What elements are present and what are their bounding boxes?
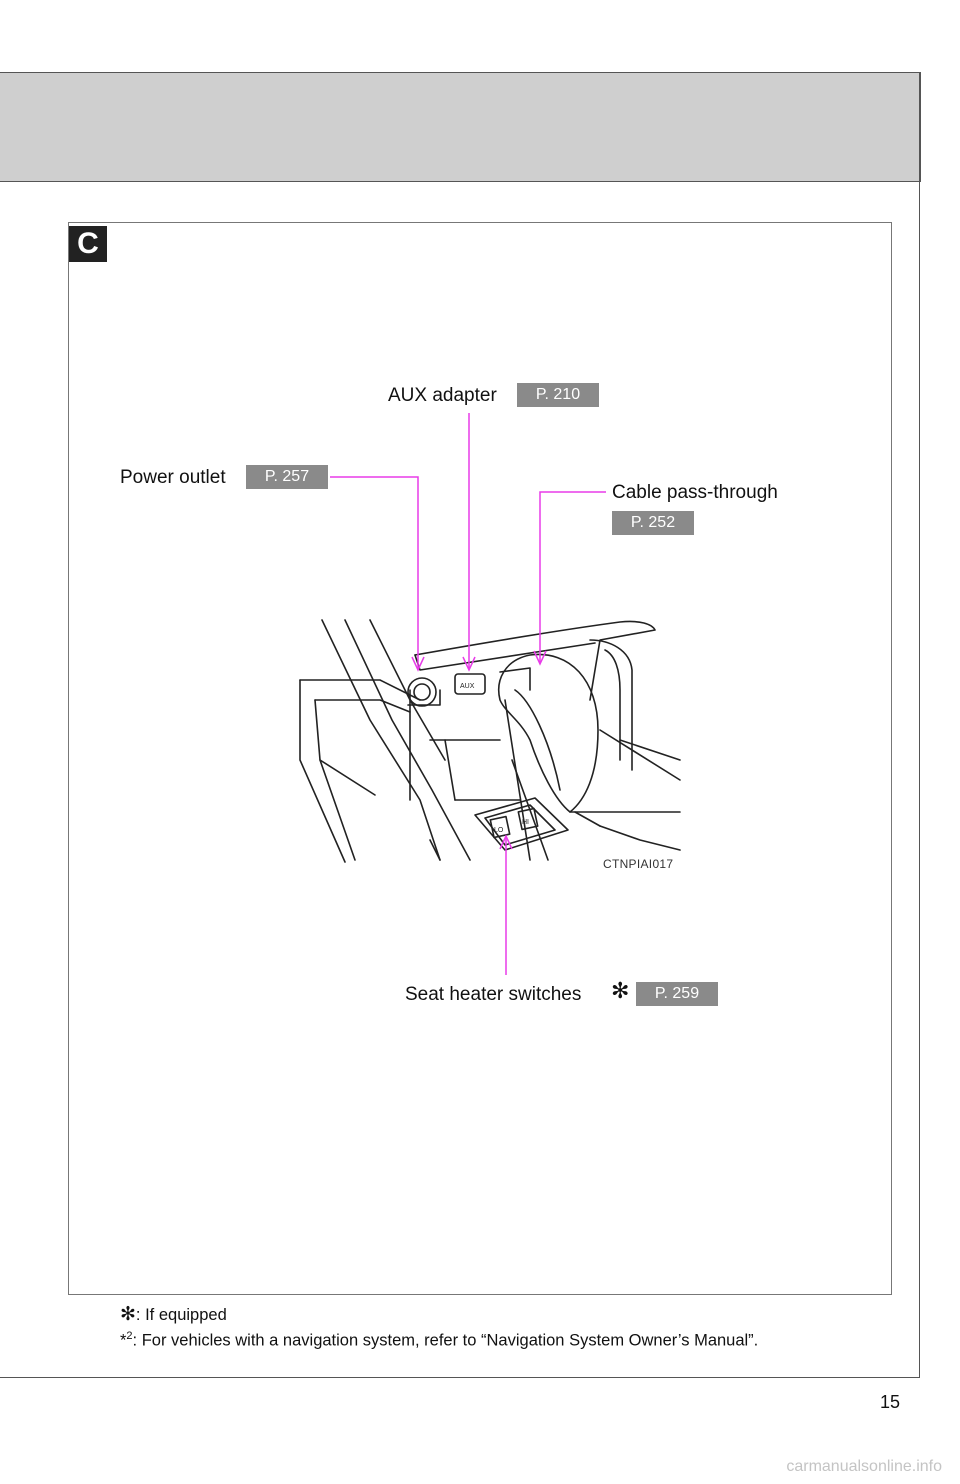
section-tab: C <box>69 226 107 262</box>
lo-switch-label: LO <box>494 827 504 834</box>
header-band <box>0 72 921 182</box>
leader-cable-pass-through <box>539 491 606 662</box>
page-number: 15 <box>879 1392 900 1412</box>
illustration-panel <box>68 222 892 1295</box>
footnote-navigation: *2: For vehicles with a navigation syste… <box>120 1330 759 1350</box>
cable-pass-through-label: Cable pass-through <box>612 482 778 503</box>
watermark: carmanualsonline.info <box>786 1458 942 1475</box>
if-equipped-star-icon: ✻ <box>611 978 630 1003</box>
leader-power-outlet <box>330 476 419 668</box>
seat-heater-page-ref[interactable]: P. 259 <box>636 982 718 1006</box>
power-outlet-page-ref[interactable]: P. 257 <box>246 465 328 489</box>
aux-adapter-label: AUX adapter <box>388 385 497 406</box>
illustration-code: CTNPIAI017 <box>603 857 674 871</box>
hi-switch-label: HI <box>522 819 529 826</box>
power-outlet-label: Power outlet <box>120 467 226 488</box>
aux-adapter-page-ref[interactable]: P. 210 <box>517 383 599 407</box>
aux-jack-label: AUX <box>460 683 475 690</box>
cable-pass-through-page-ref[interactable]: P. 252 <box>612 511 694 535</box>
seat-heater-label: Seat heater switches <box>405 984 582 1005</box>
right-margin-rule <box>919 72 920 1378</box>
bottom-rule <box>0 1377 920 1378</box>
footnote-if-equipped: ✻: If equipped <box>120 1304 227 1325</box>
footnote-star-icon: ✻ <box>120 1304 136 1325</box>
